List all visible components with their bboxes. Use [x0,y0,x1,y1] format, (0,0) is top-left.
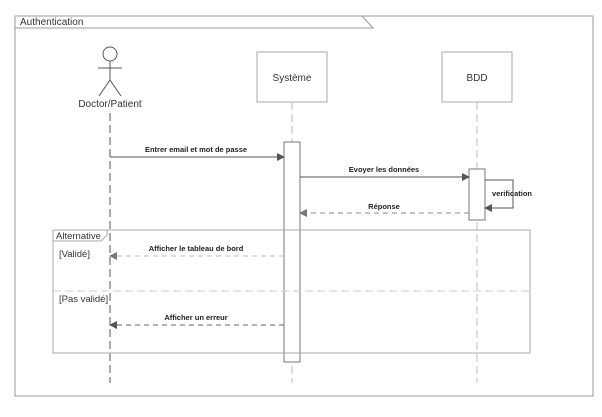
message-3-arrow [484,179,514,212]
message-verification: verification [484,179,532,212]
actor-doctor-patient: Doctor/Patient [78,46,142,383]
message-2-label: Evoyer les données [349,165,419,174]
actor-head [102,46,118,62]
actor-label: Doctor/Patient [78,99,142,110]
systeme-activation [283,141,301,363]
bdd-activation [468,168,486,221]
message-envoyer-donnees: Evoyer les données [300,165,470,181]
alt-fragment-title: Alternative [56,231,101,242]
message-afficher-erreur: Afficher un erreur [109,313,284,329]
alternative-fragment: Alternative [Validé] [Pas validé] [52,229,531,354]
message-1-label: Entrer email et mot de passe [145,145,247,154]
alt-guard-pas-valide: [Pas validé] [59,294,108,305]
bdd-label: BDD [466,73,487,84]
frame-tab [15,15,375,29]
systeme-label: Système [273,73,312,84]
message-5-label: Afficher le tableau de bord [149,244,244,253]
message-entrer-email: Entrer email et mot de passe [110,145,285,161]
actor-right-leg [109,79,122,97]
lifeline-systeme: Système [256,51,328,383]
message-3-label: verification [492,189,532,198]
systeme-box [256,51,328,103]
message-6-label: Afficher un erreur [164,313,227,322]
actor-left-leg [98,79,111,97]
authentication-frame: Authentication [14,15,594,397]
alt-guard-valide: [Validé] [59,249,90,260]
message-4-label: Réponse [368,202,400,211]
frame-border [14,15,594,397]
alt-fragment-tab [53,230,108,242]
lifeline-bdd: BDD [441,51,513,383]
message-reponse: Réponse [299,202,469,217]
message-afficher-tableau: Afficher le tableau de bord [109,244,284,260]
frame-title: Authentication [20,17,83,28]
